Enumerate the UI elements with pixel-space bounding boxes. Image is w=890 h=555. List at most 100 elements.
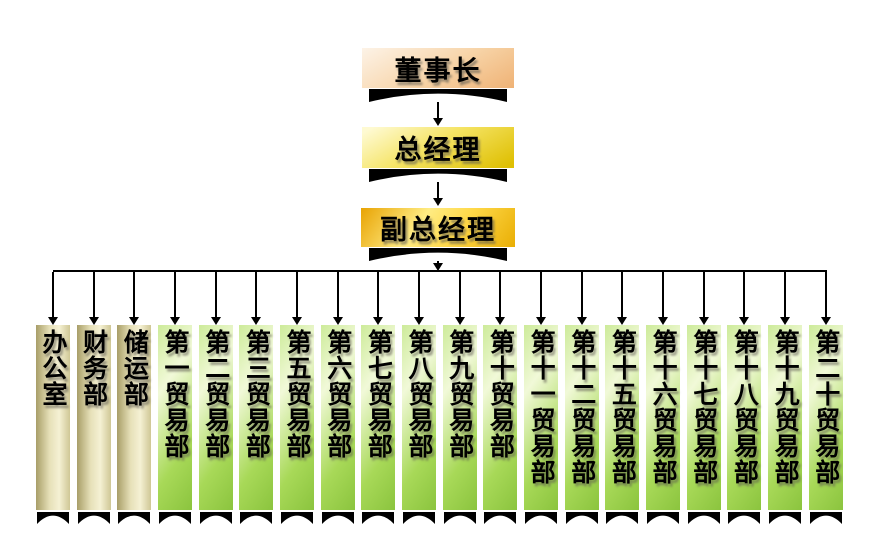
shadow-ribbon	[809, 512, 842, 524]
department-box: 第五贸易部	[280, 325, 315, 510]
department-box: 储运部	[117, 325, 152, 510]
department-label: 储运部	[120, 329, 150, 407]
department-label: 第二十贸易部	[811, 329, 841, 485]
arrow-head-icon	[617, 317, 628, 325]
connector-arrow-down	[332, 272, 343, 325]
connector-arrow-down	[292, 272, 303, 325]
arrow-head-icon	[170, 317, 181, 325]
shadow-ribbon	[369, 169, 507, 182]
arrow-head-icon	[432, 118, 443, 126]
department-box: 第十七贸易部	[686, 325, 721, 510]
connector-arrow-down	[48, 272, 58, 325]
department-label: 办公室	[39, 329, 68, 407]
arrow-head-icon	[210, 317, 221, 325]
department-box: 第八贸易部	[402, 325, 437, 510]
department-label: 第十九贸易部	[771, 329, 801, 485]
department-node-5: 第二贸易部	[198, 272, 233, 524]
distribution-line	[53, 270, 827, 272]
department-node-17: 第十七贸易部	[686, 272, 721, 524]
department-box: 第十九贸易部	[768, 325, 803, 510]
arrow-head-icon	[432, 263, 443, 271]
shadow-ribbon	[159, 512, 192, 524]
connector-arrow-down	[373, 272, 384, 325]
connector-arrow-down	[536, 272, 547, 325]
org-node-deputy-general-manager-label: 副总经理	[380, 215, 496, 246]
connector-arrow-down	[617, 272, 628, 325]
arrow-head-icon	[129, 317, 140, 325]
department-node-9: 第七贸易部	[361, 272, 396, 524]
org-node-general-manager: 总经理	[362, 127, 514, 168]
department-box: 第十八贸易部	[727, 325, 762, 510]
connector-arrow-down	[820, 272, 831, 325]
arrow-head-icon	[48, 317, 58, 325]
shadow-ribbon	[443, 512, 476, 524]
arrow-head-icon	[698, 317, 709, 325]
arrow-stem	[499, 272, 502, 317]
arrow-stem	[418, 272, 421, 317]
shadow-ribbon	[525, 512, 558, 524]
shadow-ribbon	[687, 512, 720, 524]
department-box: 财务部	[76, 325, 111, 510]
department-node-3: 储运部	[117, 272, 152, 524]
arrow-head-icon	[454, 317, 465, 325]
connector-arrow-down	[430, 261, 445, 271]
shadow-ribbon	[199, 512, 232, 524]
arrow-stem	[377, 272, 380, 317]
department-box: 办公室	[36, 325, 70, 510]
connector-arrow-down	[430, 182, 445, 206]
connector-arrow-down	[658, 272, 669, 325]
department-box: 第二贸易部	[198, 325, 233, 510]
org-node-chairman-label: 董事长	[394, 55, 482, 87]
shadow-ribbon	[118, 512, 151, 524]
department-label: 第三贸易部	[242, 329, 272, 459]
arrow-stem	[436, 261, 439, 263]
department-label: 财务部	[79, 329, 109, 407]
shadow-ribbon	[321, 512, 354, 524]
department-label: 第八贸易部	[405, 329, 435, 459]
department-label: 第十一贸易部	[527, 329, 557, 485]
department-node-16: 第十六贸易部	[646, 272, 681, 524]
arrow-stem	[92, 272, 95, 317]
department-node-15: 第十五贸易部	[605, 272, 640, 524]
department-label: 第二贸易部	[201, 329, 231, 459]
department-box: 第九贸易部	[442, 325, 477, 510]
department-box: 第二十贸易部	[808, 325, 843, 510]
department-node-18: 第十八贸易部	[727, 272, 762, 524]
arrow-head-icon	[373, 317, 384, 325]
arrow-stem	[52, 272, 54, 317]
shadow-ribbon	[37, 512, 69, 524]
shadow-ribbon	[647, 512, 680, 524]
department-label: 第十五贸易部	[608, 329, 638, 485]
arrow-stem	[662, 272, 665, 317]
arrow-head-icon	[495, 317, 506, 325]
connector-arrow-down	[698, 272, 709, 325]
department-node-20: 第二十贸易部	[808, 272, 843, 524]
department-box: 第十六贸易部	[646, 325, 681, 510]
department-node-14: 第十二贸易部	[564, 272, 599, 524]
arrow-stem	[824, 272, 827, 317]
arrow-stem	[436, 102, 439, 118]
shadow-ribbon	[769, 512, 802, 524]
arrow-head-icon	[739, 317, 750, 325]
arrow-stem	[133, 272, 136, 317]
department-node-11: 第九贸易部	[442, 272, 477, 524]
department-label: 第十六贸易部	[649, 329, 679, 485]
arrow-stem	[580, 272, 583, 317]
department-label: 第六贸易部	[323, 329, 353, 459]
arrow-head-icon	[576, 317, 587, 325]
connector-arrow-down	[430, 102, 445, 126]
shadow-ribbon	[369, 248, 507, 261]
connector-arrow-down	[495, 272, 506, 325]
department-box: 第十二贸易部	[564, 325, 599, 510]
arrow-stem	[174, 272, 177, 317]
arrow-stem	[702, 272, 705, 317]
department-label: 第七贸易部	[364, 329, 394, 459]
department-box: 第三贸易部	[239, 325, 274, 510]
department-box: 第十五贸易部	[605, 325, 640, 510]
arrow-head-icon	[658, 317, 669, 325]
connector-arrow-down	[739, 272, 750, 325]
connector-arrow-down	[210, 272, 221, 325]
department-node-10: 第八贸易部	[402, 272, 437, 524]
arrow-head-icon	[251, 317, 262, 325]
connector-arrow-down	[576, 272, 587, 325]
